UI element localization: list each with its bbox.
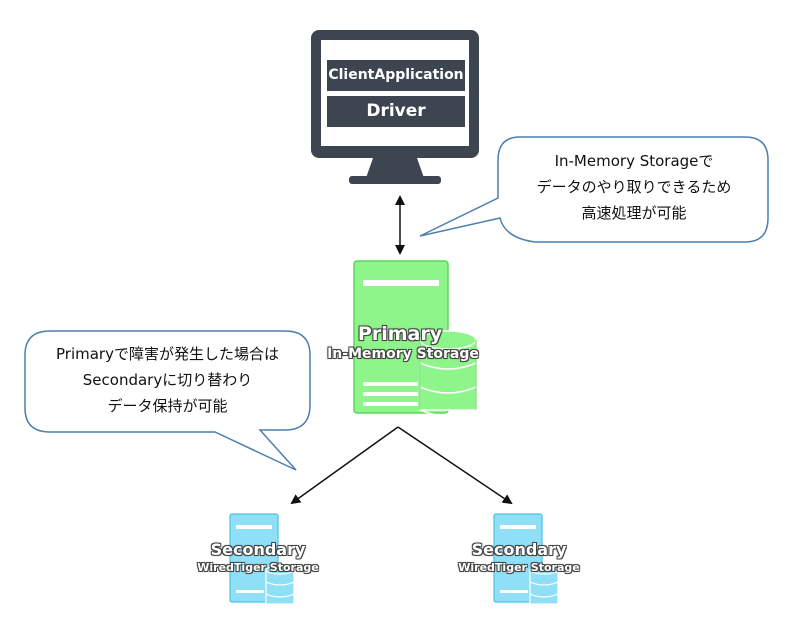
- secondary-left-storage-label: WiredTiger Storage: [197, 561, 319, 574]
- client-monitor-icon: [311, 30, 479, 184]
- secondary-server-left-icon: [229, 513, 295, 605]
- in-memory-callout-text: In-Memory Storageで データのやり取りできるため 高速処理が可能: [500, 148, 768, 226]
- callout-line: In-Memory Storageで: [554, 152, 714, 170]
- failover-callout-text: Primaryで障害が発生した場合は Secondaryに切り替わり データ保持…: [25, 341, 310, 419]
- database-icon: [419, 330, 477, 417]
- secondary-right-title: Secondary: [471, 540, 567, 559]
- callout-line: データのやり取りできるため: [536, 178, 732, 196]
- client-application-label: ClientApplication: [328, 67, 464, 83]
- secondary-left-title: Secondary: [210, 540, 306, 559]
- secondary-right-storage-label: WiredTiger Storage: [458, 561, 580, 574]
- primary-storage-label: In-Memory Storage: [327, 346, 479, 362]
- secondary-server-right-icon: [493, 513, 559, 605]
- failover-callout-bubble: [24, 330, 311, 471]
- primary-secondary-right-connector: [397, 426, 513, 505]
- in-memory-callout-bubble: [419, 136, 769, 243]
- callout-line: Primaryで障害が発生した場合は: [56, 345, 279, 363]
- driver-label: Driver: [366, 101, 426, 121]
- callout-line: 高速処理が可能: [581, 204, 687, 222]
- callout-line: Secondaryに切り替わり: [82, 371, 253, 389]
- callout-line: データ保持が可能: [107, 397, 228, 415]
- primary-title: Primary: [357, 323, 443, 345]
- primary-secondary-left-connector: [290, 426, 399, 505]
